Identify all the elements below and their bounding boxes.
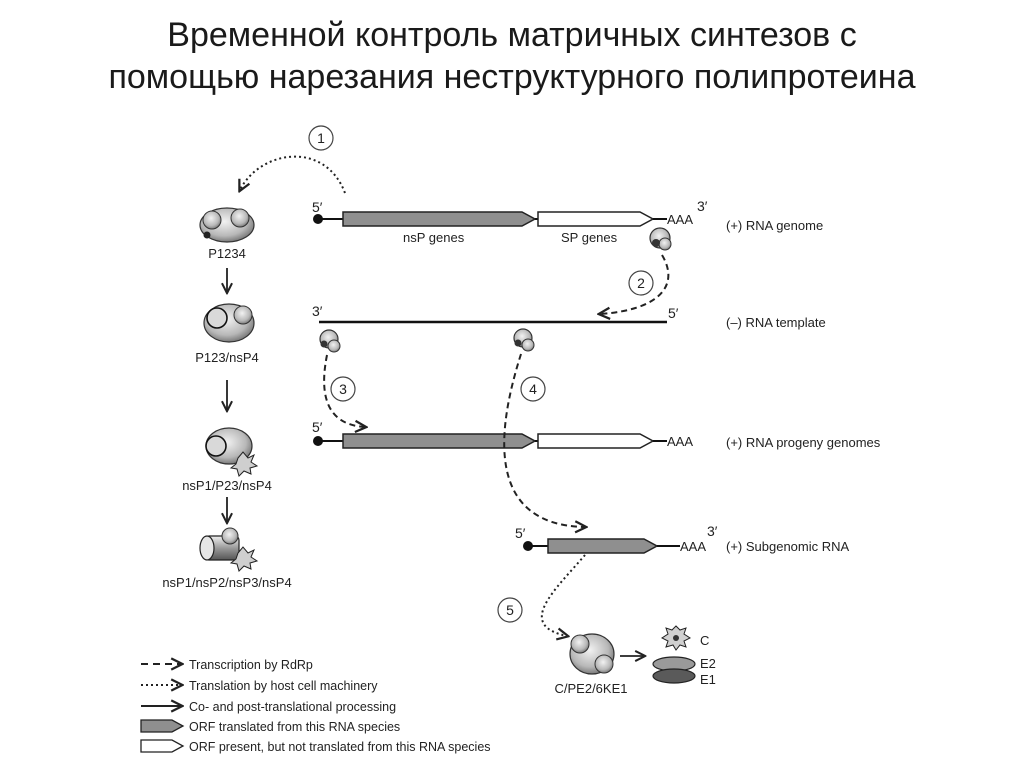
transcription-arrow-step-2 — [600, 254, 670, 314]
legend-transcription-label: Transcription by RdRp — [189, 658, 313, 672]
capsid-label: C — [700, 633, 709, 648]
legend-processing-label: Co- and post-translational processing — [189, 700, 396, 714]
svg-text:4: 4 — [529, 381, 537, 397]
structural-label: C/PE2/6KE1 — [555, 681, 628, 696]
svg-text:1: 1 — [317, 130, 325, 146]
structural-polyprotein-icon — [569, 633, 615, 675]
replicase-complex-icon — [513, 328, 535, 352]
legend-translation-label: Translation by host cell machinery — [189, 679, 378, 693]
nsp-complex-label: nsP1/nsP2/nsP3/nsP4 — [162, 575, 291, 590]
p123-protein-icon — [203, 303, 255, 343]
rna-genome-strand — [313, 211, 667, 227]
legend-orf-not-translated-label: ORF present, but not translated from thi… — [189, 740, 491, 754]
e1-protein-icon — [652, 668, 696, 684]
subgenomic-strand — [523, 538, 680, 554]
slide-title: Временной контроль матричных синтезов с … — [0, 14, 1024, 98]
svg-text:2: 2 — [637, 275, 645, 291]
p1234-label: P1234 — [208, 246, 246, 261]
genome-five-prime: 5′ — [312, 199, 323, 215]
p123-label: P123/nsP4 — [195, 350, 259, 365]
subgenomic-five-prime: 5′ — [515, 525, 526, 541]
progeny-polya: AAA — [667, 434, 693, 449]
genome-three-prime: 3′ — [697, 198, 708, 214]
template-label: (–) RNA template — [726, 315, 826, 330]
replicase-complex-icon — [319, 329, 341, 353]
subgenomic-three-prime: 3′ — [707, 523, 718, 539]
step-3-marker: 3 — [330, 376, 356, 402]
progeny-five-prime: 5′ — [312, 419, 323, 435]
translation-arrow-step-1 — [240, 155, 346, 193]
e2-label: E2 — [700, 656, 716, 671]
legend: Transcription by RdRp Translation by hos… — [140, 658, 491, 754]
svg-text:3: 3 — [339, 381, 347, 397]
subgenomic-polya: AAA — [680, 539, 706, 554]
nsp1-p23-label: nsP1/P23/nsP4 — [182, 478, 272, 493]
nsp-genes-orf — [342, 211, 537, 227]
transcription-arrow-step-4 — [503, 353, 585, 527]
progeny-label: (+) RNA progeny genomes — [726, 435, 881, 450]
nsp-genes-label: nsP genes — [403, 230, 465, 245]
title-line-2: помощью нарезания неструктурного полипро… — [108, 58, 916, 96]
template-five-prime: 5′ — [668, 305, 679, 321]
step-1-marker: 1 — [308, 125, 334, 151]
step-5-marker: 5 — [497, 597, 523, 623]
title-line-1: Временной контроль матричных синтезов с — [167, 16, 857, 54]
genome-polya: AAA — [667, 212, 693, 227]
step-2-marker: 2 — [628, 270, 654, 296]
sp-genes-orf — [537, 211, 655, 227]
step-4-marker: 4 — [520, 376, 546, 402]
legend-orf-translated-label: ORF translated from this RNA species — [189, 720, 400, 734]
nsp1-p23-protein-icon — [205, 427, 259, 477]
svg-text:5: 5 — [506, 602, 514, 618]
progeny-genome-strand — [313, 433, 667, 449]
transcription-arrow-step-3 — [323, 354, 365, 427]
genome-label: (+) RNA genome — [726, 218, 823, 233]
template-three-prime: 3′ — [312, 303, 323, 319]
sp-genes-label: SP genes — [561, 230, 618, 245]
p1234-protein-icon — [199, 207, 255, 243]
legend-orf-translated-swatch — [140, 719, 185, 733]
e1-label: E1 — [700, 672, 716, 687]
translation-arrow-step-5 — [541, 554, 586, 636]
subgenomic-label: (+) Subgenomic RNA — [726, 539, 850, 554]
nsp-complex-protein-icon — [199, 527, 259, 572]
legend-orf-not-translated-swatch — [140, 739, 185, 753]
replicase-complex-icon — [649, 227, 672, 251]
capsid-protein-icon — [661, 625, 691, 651]
